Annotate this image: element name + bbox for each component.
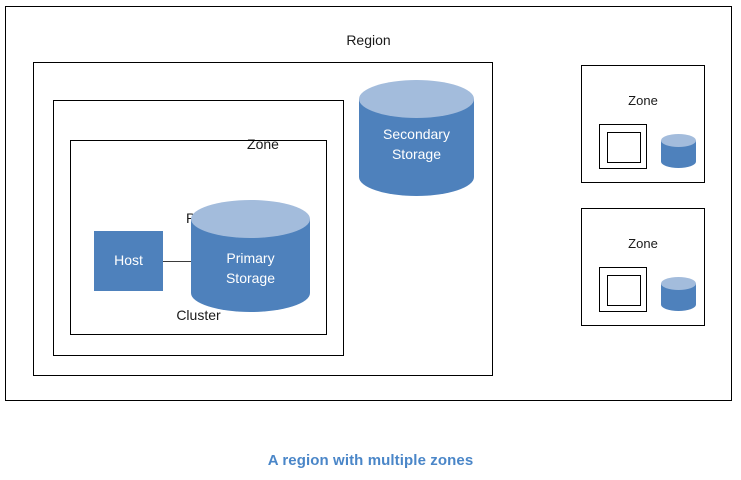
mini-storage-cylinder-1 bbox=[661, 134, 696, 168]
diagram-caption: A region with multiple zones bbox=[267, 452, 474, 469]
cylinder-icon bbox=[661, 277, 696, 311]
mini-storage-cylinder-2 bbox=[661, 277, 696, 311]
mini-pod-outline-2 bbox=[599, 267, 647, 312]
zone-secondary-container-2: Zone bbox=[581, 208, 705, 326]
cylinder-icon bbox=[661, 134, 696, 168]
mini-pod-outline-1 bbox=[599, 124, 647, 169]
secondary-storage-cylinder: Secondary Storage bbox=[359, 80, 474, 196]
cylinder-icon bbox=[191, 200, 310, 312]
host-to-primary-storage-connector bbox=[163, 261, 195, 262]
region-label: Region bbox=[346, 32, 391, 48]
mini-cluster-outline-2 bbox=[607, 275, 641, 306]
cluster-label: Cluster bbox=[176, 307, 221, 323]
zone-secondary-label-1: Zone bbox=[628, 93, 658, 108]
primary-storage-cylinder: Primary Storage bbox=[191, 200, 310, 312]
cluster-container: Cluster bbox=[70, 140, 327, 335]
host-node: Host bbox=[94, 231, 163, 291]
mini-cluster-outline-1 bbox=[607, 132, 641, 163]
region-container: Region bbox=[5, 6, 732, 401]
zone-secondary-container-1: Zone bbox=[581, 65, 705, 183]
cylinder-icon bbox=[359, 80, 474, 196]
host-label: Host bbox=[114, 252, 143, 269]
zone-secondary-label-2: Zone bbox=[628, 236, 658, 251]
